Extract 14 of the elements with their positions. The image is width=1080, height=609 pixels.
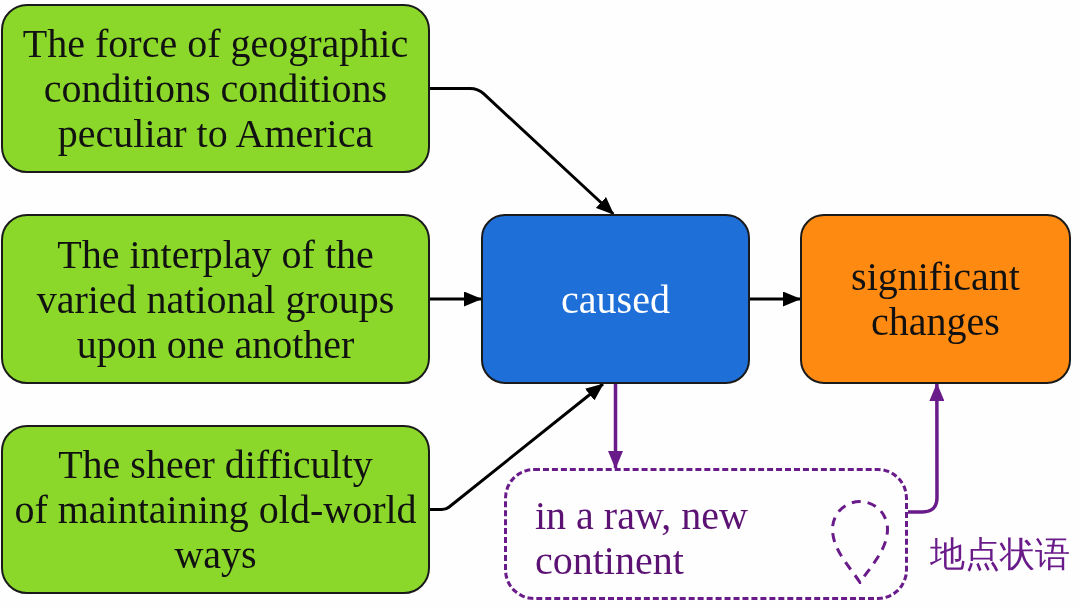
arrow: [430, 382, 604, 511]
phrase-text: in a raw, new continent: [535, 493, 749, 583]
arrow: [908, 383, 945, 514]
factor-box: The sheer difficulty of maintaining old-world ways: [1, 425, 430, 594]
factor-box: The interplay of the varied national groups upon one another: [1, 214, 430, 384]
verb-box: caused: [481, 214, 750, 384]
result-box: significant changes: [800, 214, 1071, 384]
annotation-label: 地点状语: [930, 533, 1070, 576]
arrow: [430, 87, 615, 216]
arrow: [430, 291, 482, 307]
factor-box: The force of geographic conditions conditions peculiar to America: [1, 4, 430, 173]
arrow: [608, 384, 623, 469]
arrow: [750, 291, 801, 307]
phrase-box: [504, 468, 908, 600]
